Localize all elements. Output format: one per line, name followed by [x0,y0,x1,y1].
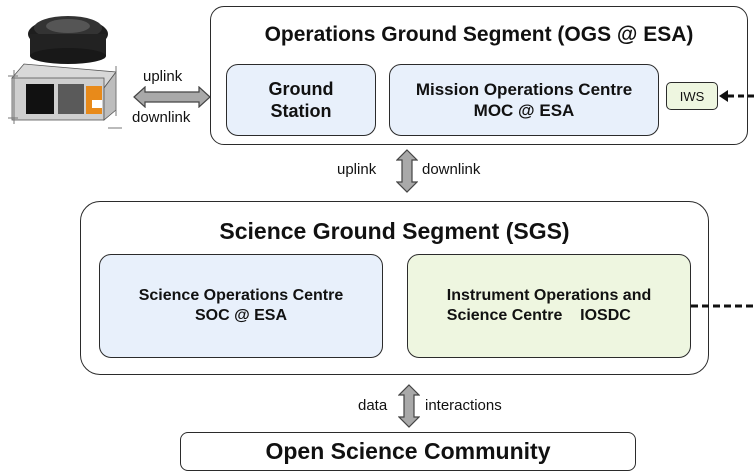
iosdc-box: Instrument Operations and Science Centre… [407,254,691,358]
community-data-label: data [358,397,388,414]
community-link-arrow [398,384,420,428]
sgs-title: Science Ground Segment (SGS) [219,218,570,244]
community-title: Open Science Community [265,438,551,464]
community-box: Open Science Community [180,432,636,471]
ogs-title: Operations Ground Segment (OGS @ ESA) [264,23,694,46]
ogs-sgs-uplink-label: uplink [337,161,377,178]
sat-uplink-label: uplink [143,68,183,85]
iws-box: IWS [666,82,718,110]
ground-station-label-2: Station [270,101,332,121]
moc-box: Mission Operations Centre MOC @ ESA [389,64,659,136]
moc-label-1: Mission Operations Centre [415,79,633,99]
sat-link-arrow [133,86,211,108]
moc-label-2: MOC @ ESA [473,101,575,120]
sat-downlink-label: downlink [132,109,191,126]
soc-box: Science Operations Centre SOC @ ESA [99,254,383,358]
iws-label: IWS [679,88,705,104]
iosdc-label-1: Instrument Operations and [446,287,652,304]
soc-label-1: Science Operations Centre [138,287,344,304]
iosdc-label-2: Science Centre IOSDC [446,307,631,324]
iosdc-dashed-line [691,304,754,308]
satellite-icon [8,16,122,129]
ground-station-label-1: Ground [268,78,334,99]
community-interactions-label: interactions [425,397,502,414]
soc-label-2: SOC @ ESA [194,307,288,324]
ogs-sgs-link-arrow [396,149,418,193]
iws-dashed-arrow [719,90,754,102]
ground-station-box: Ground Station [226,64,376,136]
ogs-sgs-downlink-label: downlink [422,161,481,178]
